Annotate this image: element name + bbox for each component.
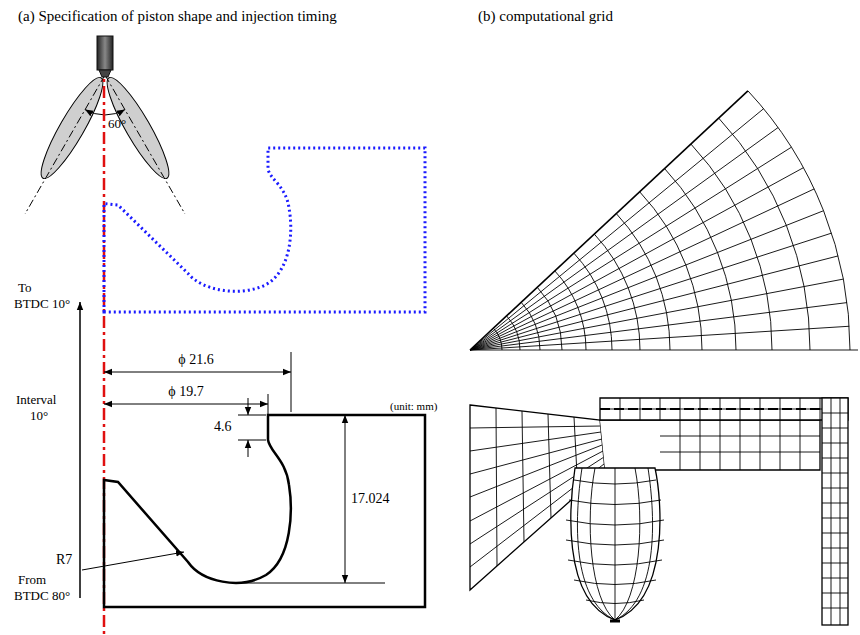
dimension-label: ϕ 19.7 [168,384,203,400]
mesh-3d [470,398,848,625]
dimension-line [248,398,249,415]
spray-axis [25,75,105,214]
dimension-line [104,404,268,405]
timing-label: Interval [16,393,56,408]
injector-nozzle [99,70,111,77]
unit-note: (unit: mm) [390,400,437,413]
piston-profile [104,415,425,607]
radius-label: R7 [56,552,72,568]
fan-grid [470,91,858,350]
extension-line [238,440,266,441]
timing-arrow [79,302,81,598]
angle-label: 60° [108,117,126,132]
dimension-line [104,372,291,373]
dimension-line [248,440,249,457]
spray-plume [99,72,178,184]
injector [97,36,113,70]
timing-label: From [18,573,46,588]
dimension-label: 17.024 [351,491,390,507]
spray-axis [105,75,185,214]
dimension-line [345,415,346,583]
leader-line [82,552,184,570]
timing-label: BTDC 10° [14,297,70,312]
dimension-label: ϕ 21.6 [178,352,213,368]
timing-label: To [18,281,32,296]
extension-line [238,415,266,416]
timing-label: BTDC 80° [14,589,70,604]
panel-caption: (b) computational grid [478,8,613,25]
panel-caption: (a) Specification of piston shape and in… [18,8,337,25]
timing-label: 10° [30,409,48,424]
dimension-label: 4.6 [214,419,232,435]
extension-line [232,583,385,584]
piston-outline-moved [104,148,425,312]
spray-plume [33,72,112,184]
extension-line [268,394,269,415]
extension-line [291,352,292,412]
